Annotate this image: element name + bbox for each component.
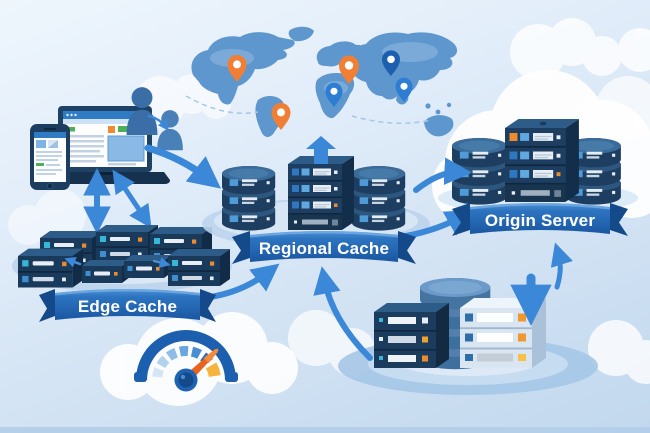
smartphone-icon <box>30 124 70 190</box>
origin-server-cluster <box>432 70 650 222</box>
regional-cache-ribbon: Regional Cache <box>232 231 416 264</box>
server-rack-icon <box>124 255 172 278</box>
server-rack-icon <box>505 119 579 202</box>
edge-cache-cluster <box>12 225 232 293</box>
server-rack-icon <box>82 260 130 283</box>
server-rack-icon <box>18 248 84 288</box>
arrow-devices-edge-diagonal <box>112 169 152 229</box>
origin-server-label: Origin Server <box>485 211 595 230</box>
arrow-users-to-regional-cache <box>144 144 222 189</box>
edge-cache-label: Edge Cache <box>78 297 177 316</box>
map-routes <box>185 95 433 124</box>
edge-cache-ribbon: Edge Cache <box>39 289 216 322</box>
client-arrows <box>83 114 222 235</box>
origin-server-ribbon: Origin Server <box>452 203 628 236</box>
arrow-regional-to-map <box>306 136 336 164</box>
arrow-regional-to-origin-servers <box>413 157 472 193</box>
arrow-edge-internal-left <box>64 256 82 268</box>
object-storage-cluster <box>338 278 598 395</box>
arrow-storage-to-origin <box>550 242 573 290</box>
arrow-edge-internal-right <box>152 257 171 268</box>
database-icon <box>222 166 276 231</box>
arrow-storage-to-regional <box>313 266 373 361</box>
regional-cache-label: Regional Cache <box>259 239 389 258</box>
server-rack-icon <box>374 303 449 368</box>
arrow-user-to-user <box>147 114 169 131</box>
server-rack-icon <box>168 249 230 286</box>
server-rack-icon <box>288 156 354 230</box>
speedometer-icon <box>134 330 238 392</box>
arrow-edge-to-regional <box>207 263 280 300</box>
database-icon <box>352 166 406 231</box>
origin-tower-status-light <box>509 133 518 141</box>
world-map <box>185 26 465 140</box>
